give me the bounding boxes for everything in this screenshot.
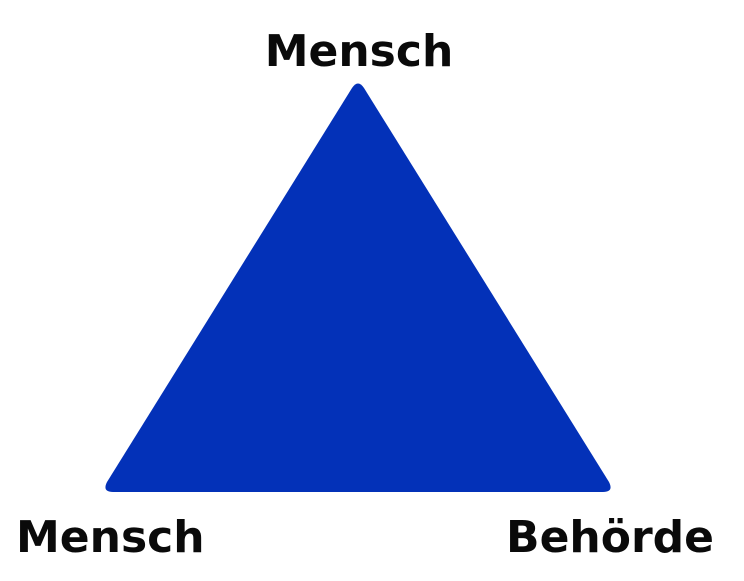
- vertex-label-bottom-left: Mensch: [16, 512, 205, 563]
- triangle-shape: [105, 83, 611, 492]
- vertex-label-bottom-right: Behörde: [506, 512, 714, 563]
- vertex-label-top: Mensch: [264, 26, 454, 77]
